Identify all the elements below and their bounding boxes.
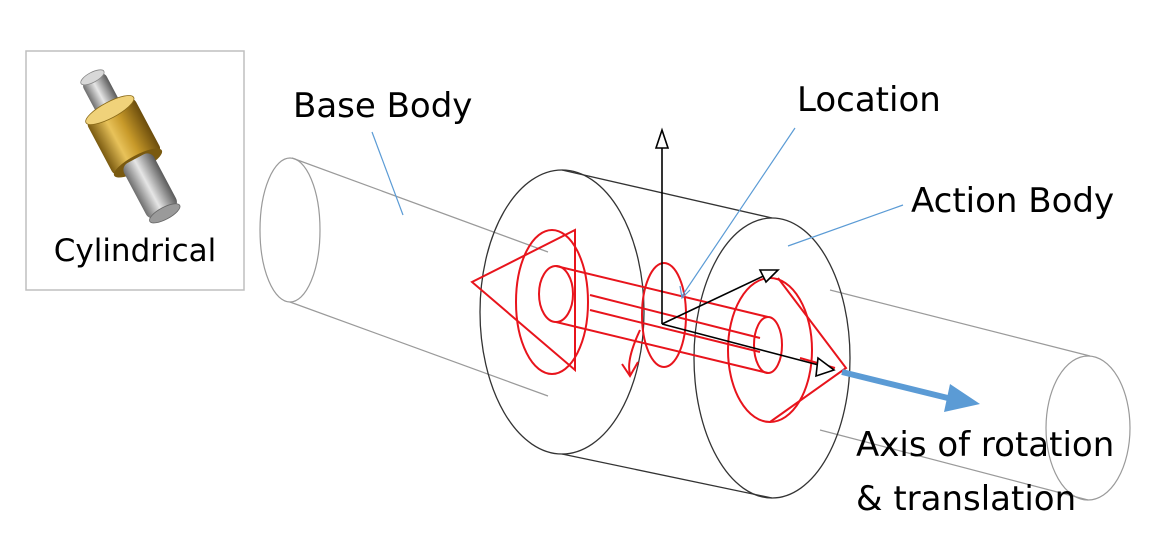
base-body-label: Base Body [293,86,472,126]
axis-label-line1: Axis of rotation [856,425,1114,465]
joint-type-tile[interactable]: Cylindrical [25,50,245,291]
location-label: Location [797,80,941,120]
joint-glyph [470,228,848,423]
base-body-shape [259,157,1131,501]
action-body-leader [787,204,904,247]
location-triad [654,127,836,378]
action-body-shape [479,169,851,499]
axis-arrow [841,369,961,404]
action-body-label: Action Body [911,181,1114,221]
cylindrical-joint-thumbnail-icon [80,69,181,224]
joint-type-label: Cylindrical [54,233,217,269]
axis-label-line2: & translation [856,479,1076,519]
axis-arrow-head [944,384,980,412]
leader-lines [371,127,904,300]
location-leader [681,127,796,297]
base-body-leader [371,131,404,216]
